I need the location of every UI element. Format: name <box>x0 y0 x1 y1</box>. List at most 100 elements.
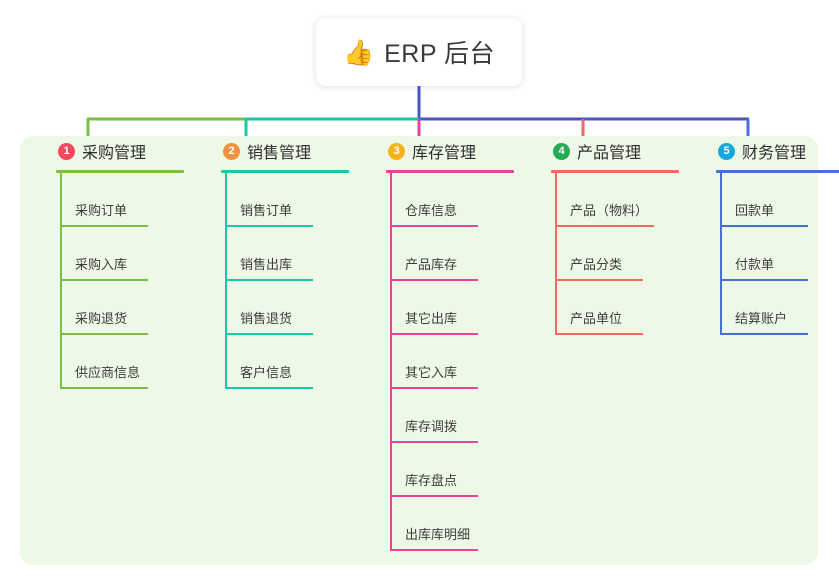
menu-item-label: 客户信息 <box>240 365 293 380</box>
column-1: 1 采购管理采购订单采购入库采购退货供应商信息 <box>38 136 198 389</box>
column-title-4: 产品管理 <box>577 145 642 162</box>
menu-item-label: 库存调拨 <box>405 419 458 434</box>
column-header-rule-2 <box>221 170 349 173</box>
menu-item-label: 结算账户 <box>735 311 788 326</box>
menu-item[interactable]: 产品分类 <box>555 227 693 281</box>
column-header-2[interactable]: 2 销售管理 <box>203 136 363 166</box>
menu-item[interactable]: 付款单 <box>720 227 839 281</box>
menu-item-label: 产品分类 <box>570 257 623 272</box>
column-spine-2 <box>225 173 227 389</box>
column-3: 3 库存管理仓库信息产品库存其它出库其它入库库存调拨库存盘点出库库明细 <box>368 136 528 551</box>
root-node[interactable]: 👍 ERP 后台 <box>316 18 522 86</box>
menu-item[interactable]: 销售订单 <box>225 173 363 227</box>
menu-item[interactable]: 出库库明细 <box>390 497 528 551</box>
column-badge-4: 4 <box>553 142 570 160</box>
column-title-5: 财务管理 <box>742 145 807 162</box>
column-5: 5 财务管理回款单付款单结算账户 <box>698 136 839 335</box>
menu-item[interactable]: 产品（物料） <box>555 173 693 227</box>
menu-item-rule <box>60 387 148 389</box>
menu-item[interactable]: 销售退货 <box>225 281 363 335</box>
menu-item[interactable]: 结算账户 <box>720 281 839 335</box>
menu-item-rule <box>390 387 478 389</box>
column-header-rule-5 <box>716 170 839 173</box>
column-header-4[interactable]: 4 产品管理 <box>533 136 693 166</box>
menu-item-label: 销售出库 <box>240 257 293 272</box>
menu-item[interactable]: 库存调拨 <box>390 389 528 443</box>
menu-item-label: 供应商信息 <box>75 365 141 380</box>
menu-item[interactable]: 采购订单 <box>60 173 198 227</box>
column-items-2: 销售订单销售出库销售退货客户信息 <box>225 173 363 389</box>
column-items-3: 仓库信息产品库存其它出库其它入库库存调拨库存盘点出库库明细 <box>390 173 528 551</box>
thumbs-up-icon: 👍 <box>342 37 375 67</box>
menu-item-rule <box>390 333 478 335</box>
menu-item[interactable]: 其它入库 <box>390 335 528 389</box>
column-header-1[interactable]: 1 采购管理 <box>38 136 198 166</box>
menu-item-rule <box>60 333 148 335</box>
menu-item-rule <box>555 225 654 227</box>
menu-item-rule <box>720 279 808 281</box>
menu-item[interactable]: 采购退货 <box>60 281 198 335</box>
column-spine-3 <box>390 173 392 551</box>
menu-item-label: 销售订单 <box>240 203 293 218</box>
menu-item-label: 其它入库 <box>405 365 458 380</box>
menu-item[interactable]: 其它出库 <box>390 281 528 335</box>
menu-item-rule <box>390 441 478 443</box>
column-header-rule-3 <box>386 170 514 173</box>
menu-item-label: 采购订单 <box>75 203 128 218</box>
column-badge-3: 3 <box>388 142 405 160</box>
menu-item[interactable]: 产品库存 <box>390 227 528 281</box>
menu-item-rule <box>390 549 478 551</box>
column-spine-5 <box>720 173 722 335</box>
column-spine-1 <box>60 173 62 389</box>
menu-item-rule <box>555 279 643 281</box>
menu-item-rule <box>225 225 313 227</box>
menu-item[interactable]: 采购入库 <box>60 227 198 281</box>
column-badge-1: 1 <box>58 142 75 160</box>
menu-item-label: 其它出库 <box>405 311 458 326</box>
menu-item-label: 库存盘点 <box>405 473 458 488</box>
menu-item[interactable]: 产品单位 <box>555 281 693 335</box>
modules-panel: 1 采购管理采购订单采购入库采购退货供应商信息 2 销售管理销售订单销售出库销售退货客… <box>20 136 839 565</box>
column-header-rule-4 <box>551 170 679 173</box>
menu-item-rule <box>390 279 478 281</box>
menu-item[interactable]: 库存盘点 <box>390 443 528 497</box>
column-title-3: 库存管理 <box>412 145 477 162</box>
column-items-5: 回款单付款单结算账户 <box>720 173 839 335</box>
column-items-1: 采购订单采购入库采购退货供应商信息 <box>60 173 198 389</box>
column-badge-5: 5 <box>718 142 735 160</box>
menu-item-label: 付款单 <box>735 257 775 272</box>
menu-item[interactable]: 销售出库 <box>225 227 363 281</box>
menu-item-rule <box>60 225 148 227</box>
column-header-3[interactable]: 3 库存管理 <box>368 136 528 166</box>
menu-item-label: 产品（物料） <box>570 203 649 218</box>
menu-item[interactable]: 仓库信息 <box>390 173 528 227</box>
menu-item-label: 采购入库 <box>75 257 128 272</box>
column-title-2: 销售管理 <box>247 145 312 162</box>
menu-item-rule <box>555 333 643 335</box>
menu-item-rule <box>225 279 313 281</box>
menu-item-label: 仓库信息 <box>405 203 458 218</box>
menu-item-rule <box>225 387 313 389</box>
column-4: 4 产品管理产品（物料） 产品分类产品单位 <box>533 136 693 335</box>
column-2: 2 销售管理销售订单销售出库销售退货客户信息 <box>203 136 363 389</box>
menu-item[interactable]: 回款单 <box>720 173 839 227</box>
menu-item[interactable]: 供应商信息 <box>60 335 198 389</box>
menu-item-label: 采购退货 <box>75 311 128 326</box>
menu-item-label: 出库库明细 <box>405 527 471 542</box>
column-header-rule-1 <box>56 170 184 173</box>
column-title-1: 采购管理 <box>82 145 147 162</box>
root-title: ERP 后台 <box>384 40 496 68</box>
menu-item-rule <box>390 495 478 497</box>
column-spine-4 <box>555 173 557 335</box>
menu-item-label: 回款单 <box>735 203 775 218</box>
menu-item-label: 产品库存 <box>405 257 458 272</box>
menu-item[interactable]: 客户信息 <box>225 335 363 389</box>
menu-item-rule <box>720 333 808 335</box>
column-header-5[interactable]: 5 财务管理 <box>698 136 839 166</box>
menu-item-label: 产品单位 <box>570 311 623 326</box>
menu-item-rule <box>390 225 478 227</box>
menu-item-rule <box>720 225 808 227</box>
column-badge-2: 2 <box>223 142 240 160</box>
menu-item-rule <box>225 333 313 335</box>
